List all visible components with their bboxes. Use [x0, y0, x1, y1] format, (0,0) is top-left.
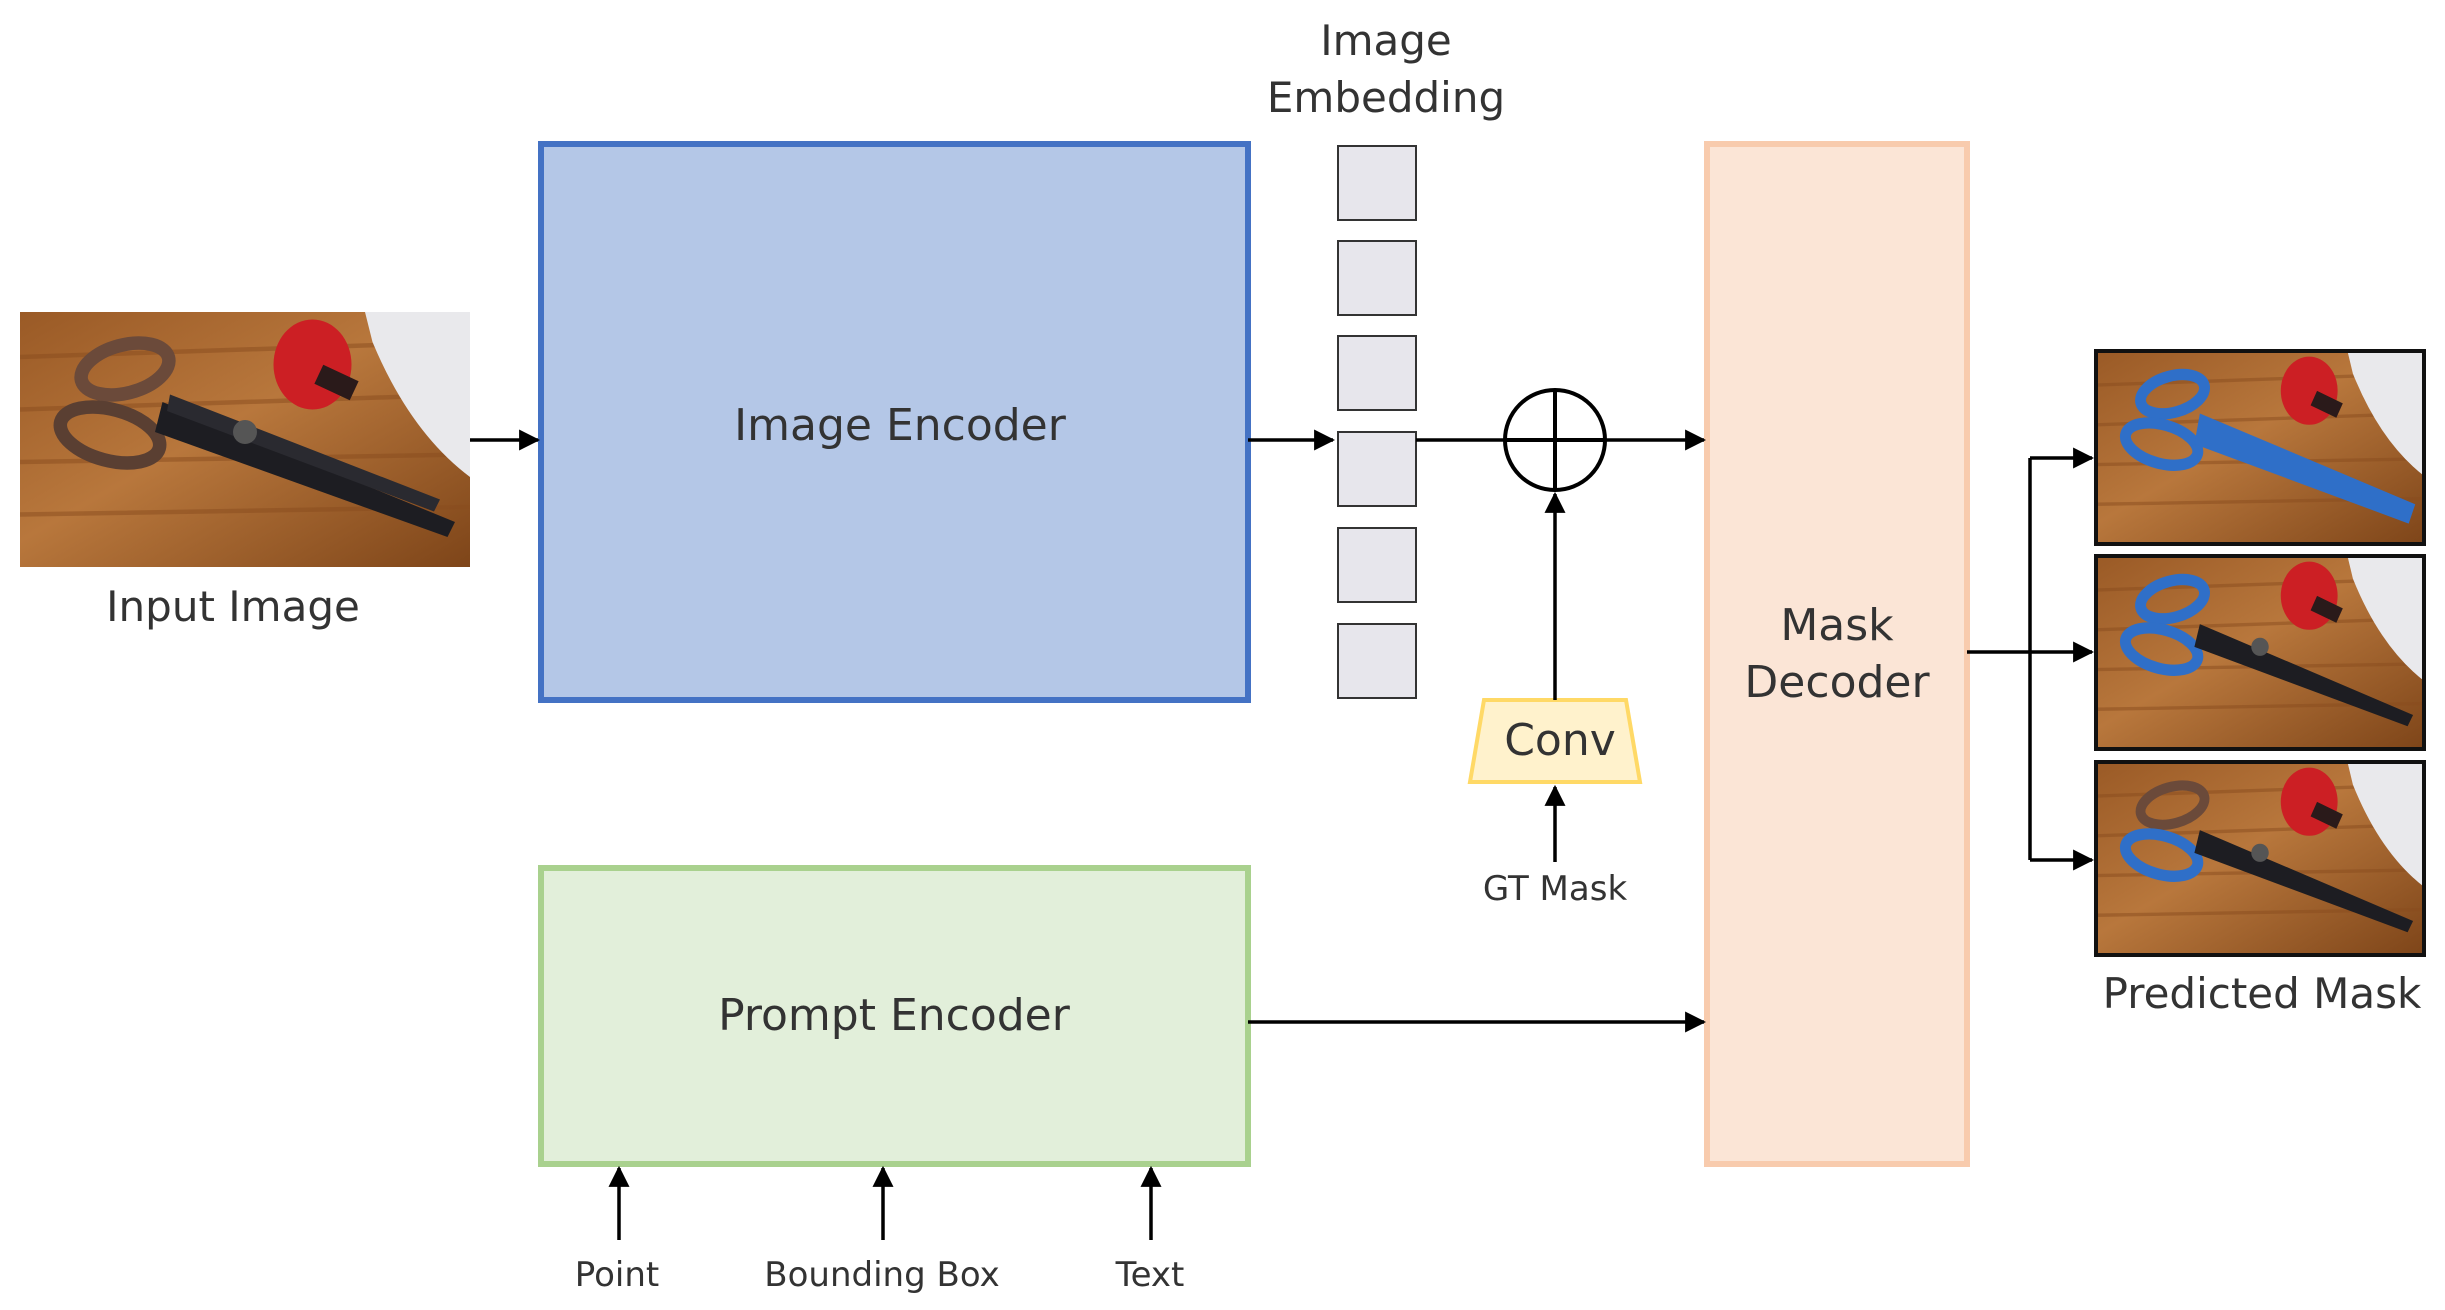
gt-mask-label: GT Mask — [1483, 869, 1628, 909]
embedding-token — [1337, 527, 1417, 603]
predicted-mask-1 — [2094, 349, 2426, 546]
embedding-token — [1337, 623, 1417, 699]
image-embedding-tokens — [1337, 145, 1417, 699]
image-encoder-label: Image Encoder — [734, 400, 1067, 451]
conv-label: Conv — [1504, 715, 1616, 766]
connectors — [470, 429, 2095, 1240]
mask-decoder-label-line1: Mask — [1780, 600, 1894, 651]
image-embedding-label-line2: Embedding — [1267, 73, 1505, 122]
scissors-photo-icon — [20, 312, 470, 567]
embedding-token — [1337, 431, 1417, 507]
predicted-mask-3 — [2094, 760, 2426, 957]
embedding-token — [1337, 335, 1417, 411]
prompt-input-bounding-box: Bounding Box — [764, 1255, 999, 1295]
conv-block — [1467, 698, 1643, 784]
prompt-input-point: Point — [575, 1255, 659, 1295]
prompt-encoder-label: Prompt Encoder — [718, 990, 1071, 1041]
embedding-token — [1337, 145, 1417, 221]
input-image — [20, 312, 470, 567]
predicted-mask-2 — [2094, 554, 2426, 751]
predicted-mask-photo-icon — [2096, 762, 2424, 955]
input-image-label: Input Image — [106, 582, 360, 631]
prompt-input-text: Text — [1115, 1255, 1185, 1295]
image-embedding-label-line1: Image — [1320, 16, 1452, 65]
mask-decoder-label-line2: Decoder — [1744, 657, 1930, 708]
circle-plus-icon — [1503, 388, 1607, 492]
predicted-mask-photo-icon — [2096, 351, 2424, 544]
mask-decoder-box — [1704, 141, 1970, 1167]
predicted-mask-label: Predicted Mask — [2103, 969, 2422, 1018]
embedding-token — [1337, 240, 1417, 316]
image-encoder-box — [538, 141, 1251, 703]
prompt-encoder-box — [538, 865, 1251, 1167]
predicted-mask-photo-icon — [2096, 556, 2424, 749]
